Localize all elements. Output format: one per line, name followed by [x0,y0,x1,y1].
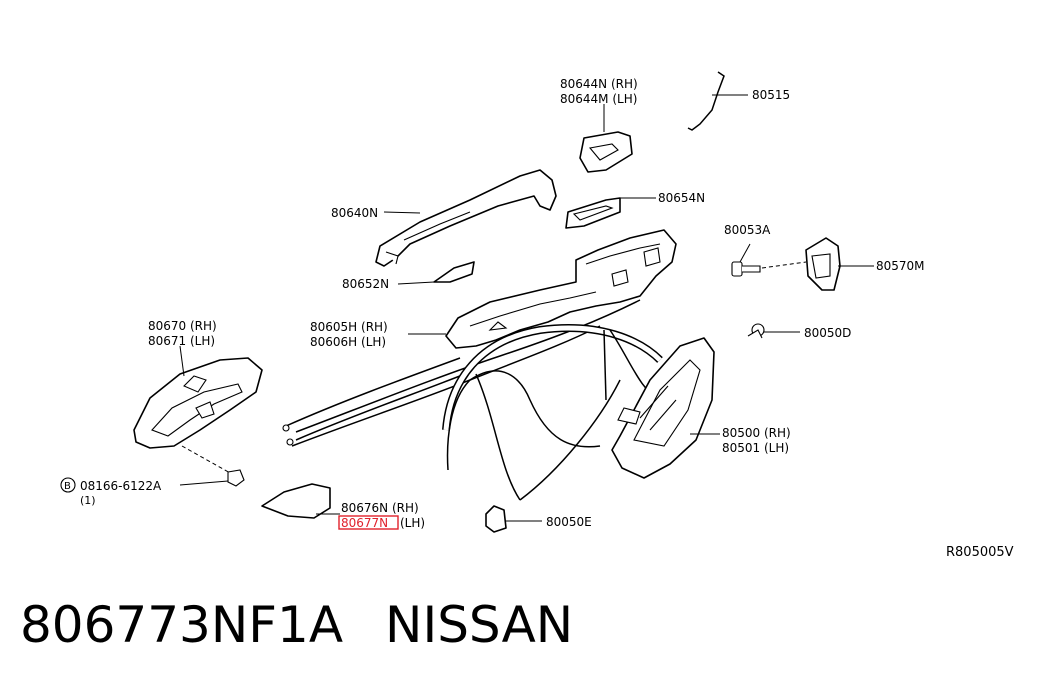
label-80644n: 80644N (RH) [560,77,638,91]
part-number: 806773NF1A [20,596,344,654]
label-80605h: 80605H (RH) [310,320,388,334]
label-80606h: 80606H (LH) [310,335,386,349]
footer-caption: 806773NF1A NISSAN [20,596,615,654]
clip-80050e[interactable] [485,505,542,533]
label-80053a: 80053A [724,223,771,237]
frame-80605h[interactable] [408,229,677,349]
striker-80570m[interactable] [761,237,874,291]
label-80676n: 80676N (RH) [341,501,419,515]
label-80501: 80501 (LH) [722,441,789,455]
gasket-80652n[interactable] [397,261,475,285]
cable-assembly [282,299,663,501]
label-08166-qty: (1) [80,494,96,507]
rod-80515[interactable] [687,71,748,131]
label-80644m: 80644M (LH) [560,92,637,106]
highlight-box-80677n [338,515,399,530]
label-80677n: 80677N [341,516,388,530]
label-80515: 80515 [752,88,790,102]
diagram-code: R805005V [946,545,1014,560]
label-80570m: 80570M [876,259,925,273]
label-80652n: 80652N [342,277,389,291]
brand-name: NISSAN [385,596,574,654]
label-80671: 80671 (LH) [148,334,215,348]
escutcheon-80644[interactable] [579,104,633,173]
label-80500: 80500 (RH) [722,426,791,440]
bolt-80050d[interactable] [747,323,800,339]
door-lock-80500[interactable] [611,337,720,479]
parts-diagram: 80644N (RH) 80644M (LH) 80515 80640N 806… [60,71,1014,560]
label-80050d: 80050D [804,326,851,340]
label-80640n: 80640N [331,206,378,220]
cover-80676n[interactable] [261,483,340,519]
label-80050e: 80050E [546,515,592,529]
bolt-08166-6122a[interactable] [60,445,245,493]
label-80677n-side: (LH) [400,516,425,530]
gasket-80654n[interactable] [565,197,656,229]
label-08166-6122a: 08166-6122A [80,479,162,493]
inside-handle-80670[interactable] [133,345,263,449]
label-80654n: 80654N [658,191,705,205]
screw-80053a[interactable] [731,243,761,277]
outside-handle-80640n[interactable] [375,169,557,267]
label-80670: 80670 (RH) [148,319,217,333]
bolt-prefix-b: B [64,481,71,492]
